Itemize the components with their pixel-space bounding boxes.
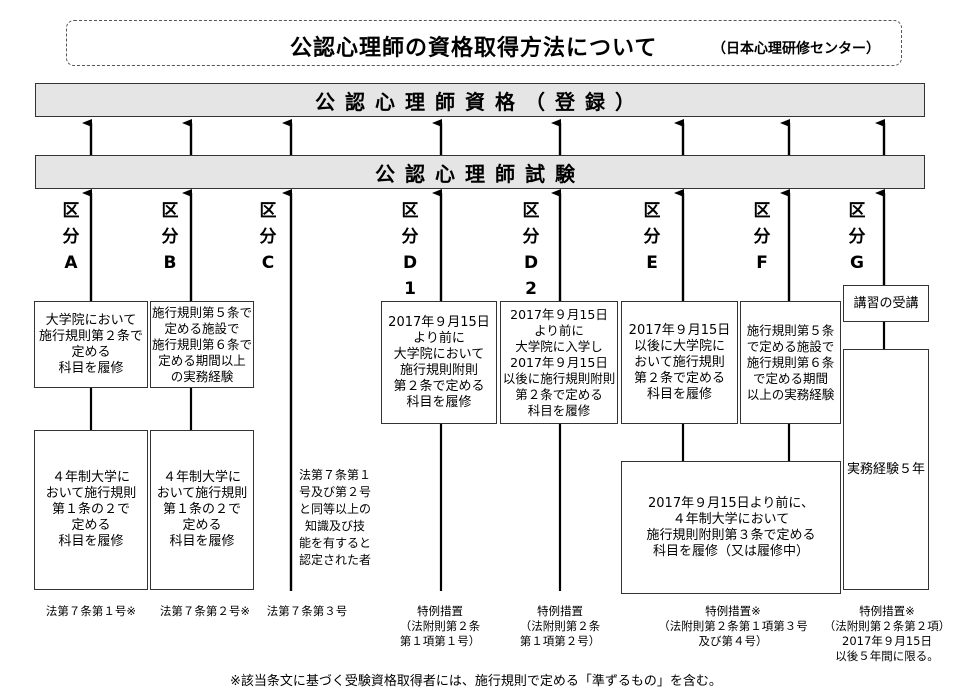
- category-label-e: 区 分 E: [643, 201, 661, 273]
- box-a-lower: ４年制大学に おいて施行規則 第１条の２で 定める 科目を履修: [34, 430, 148, 590]
- footer-d2: 特例措置 （法附則第２条 第１項第２号）: [519, 604, 601, 648]
- category-label-d2: 区 分 D 2: [522, 201, 540, 299]
- footer-d1: 特例措置 （法附則第２条 第１項第１号）: [399, 604, 481, 648]
- qualification-band: 公認心理師資格（登録）: [35, 83, 925, 117]
- box-b-upper: 施行規則第５条で 定める施設で 施行規則第６条で 定める期間以上 の実務経験: [150, 301, 254, 388]
- footer-b: 法第７条第２号※: [159, 604, 251, 618]
- category-label-c: 区 分 C: [259, 201, 277, 273]
- footer-ef: 特例措置※ （法附則第２条第１項第３号 及び第４号）: [658, 604, 808, 648]
- category-label-a: 区 分 A: [62, 201, 80, 273]
- path-arrows: [82, 189, 886, 591]
- exam-to-qualification-arrows: [82, 119, 886, 155]
- box-b-lower: ４年制大学に おいて施行規則 第１条の２で 定める 科目を履修: [150, 430, 254, 590]
- footer-c: 法第７条第３号: [266, 604, 348, 618]
- title-frame: [66, 20, 902, 66]
- box-ef-lower: 2017年９月15日より前に、 ４年制大学において 施行規則附則第３条で定める …: [621, 461, 841, 594]
- box-c-text: 法第７条第１ 号及び第２号 と同等以上の 知識及び技 能を有すると 認定された者: [298, 468, 371, 567]
- box-e: 2017年９月15日 以後に大学院に おいて施行規則 第２条で定める 科目を履修: [621, 301, 738, 424]
- box-g-upper: 講習の受講: [843, 285, 929, 322]
- box-f: 施行規則第５条 で定める施設で 施行規則第６条 で定める期間 以上の実務経験: [740, 301, 841, 424]
- box-d1: 2017年９月15日 より前に 大学院において 施行規則附則 第２条で定める 科…: [381, 301, 497, 424]
- page-title: 公認心理師の資格取得方法について: [290, 36, 658, 61]
- category-label-d1: 区 分 D 1: [401, 201, 419, 299]
- box-g-lower: 実務経験５年: [843, 349, 929, 590]
- box-a-upper: 大学院において 施行規則第２条で 定める 科目を履修: [34, 301, 148, 388]
- box-d2: 2017年９月15日 より前に 大学院に入学し 2017年９月15日 以後に施行…: [500, 301, 618, 424]
- footer-a: 法第７条第１号※: [45, 604, 137, 618]
- footer-g: 特例措置※ （法附則第２条第２項） 2017年９月15日 以後５年間に限る。: [823, 604, 951, 663]
- exam-band: 公認心理師試験: [35, 155, 925, 189]
- category-label-b: 区 分 B: [161, 201, 179, 273]
- plain-connectors: [89, 322, 886, 591]
- category-label-f: 区 分 F: [753, 201, 771, 273]
- page-title-source: （日本心理研修センター）: [712, 41, 880, 57]
- footnote: ※該当条文に基づく受験資格取得者には、施行規則で定める「準ずるもの」を含む。: [230, 674, 722, 689]
- category-label-g: 区 分 G: [848, 201, 866, 273]
